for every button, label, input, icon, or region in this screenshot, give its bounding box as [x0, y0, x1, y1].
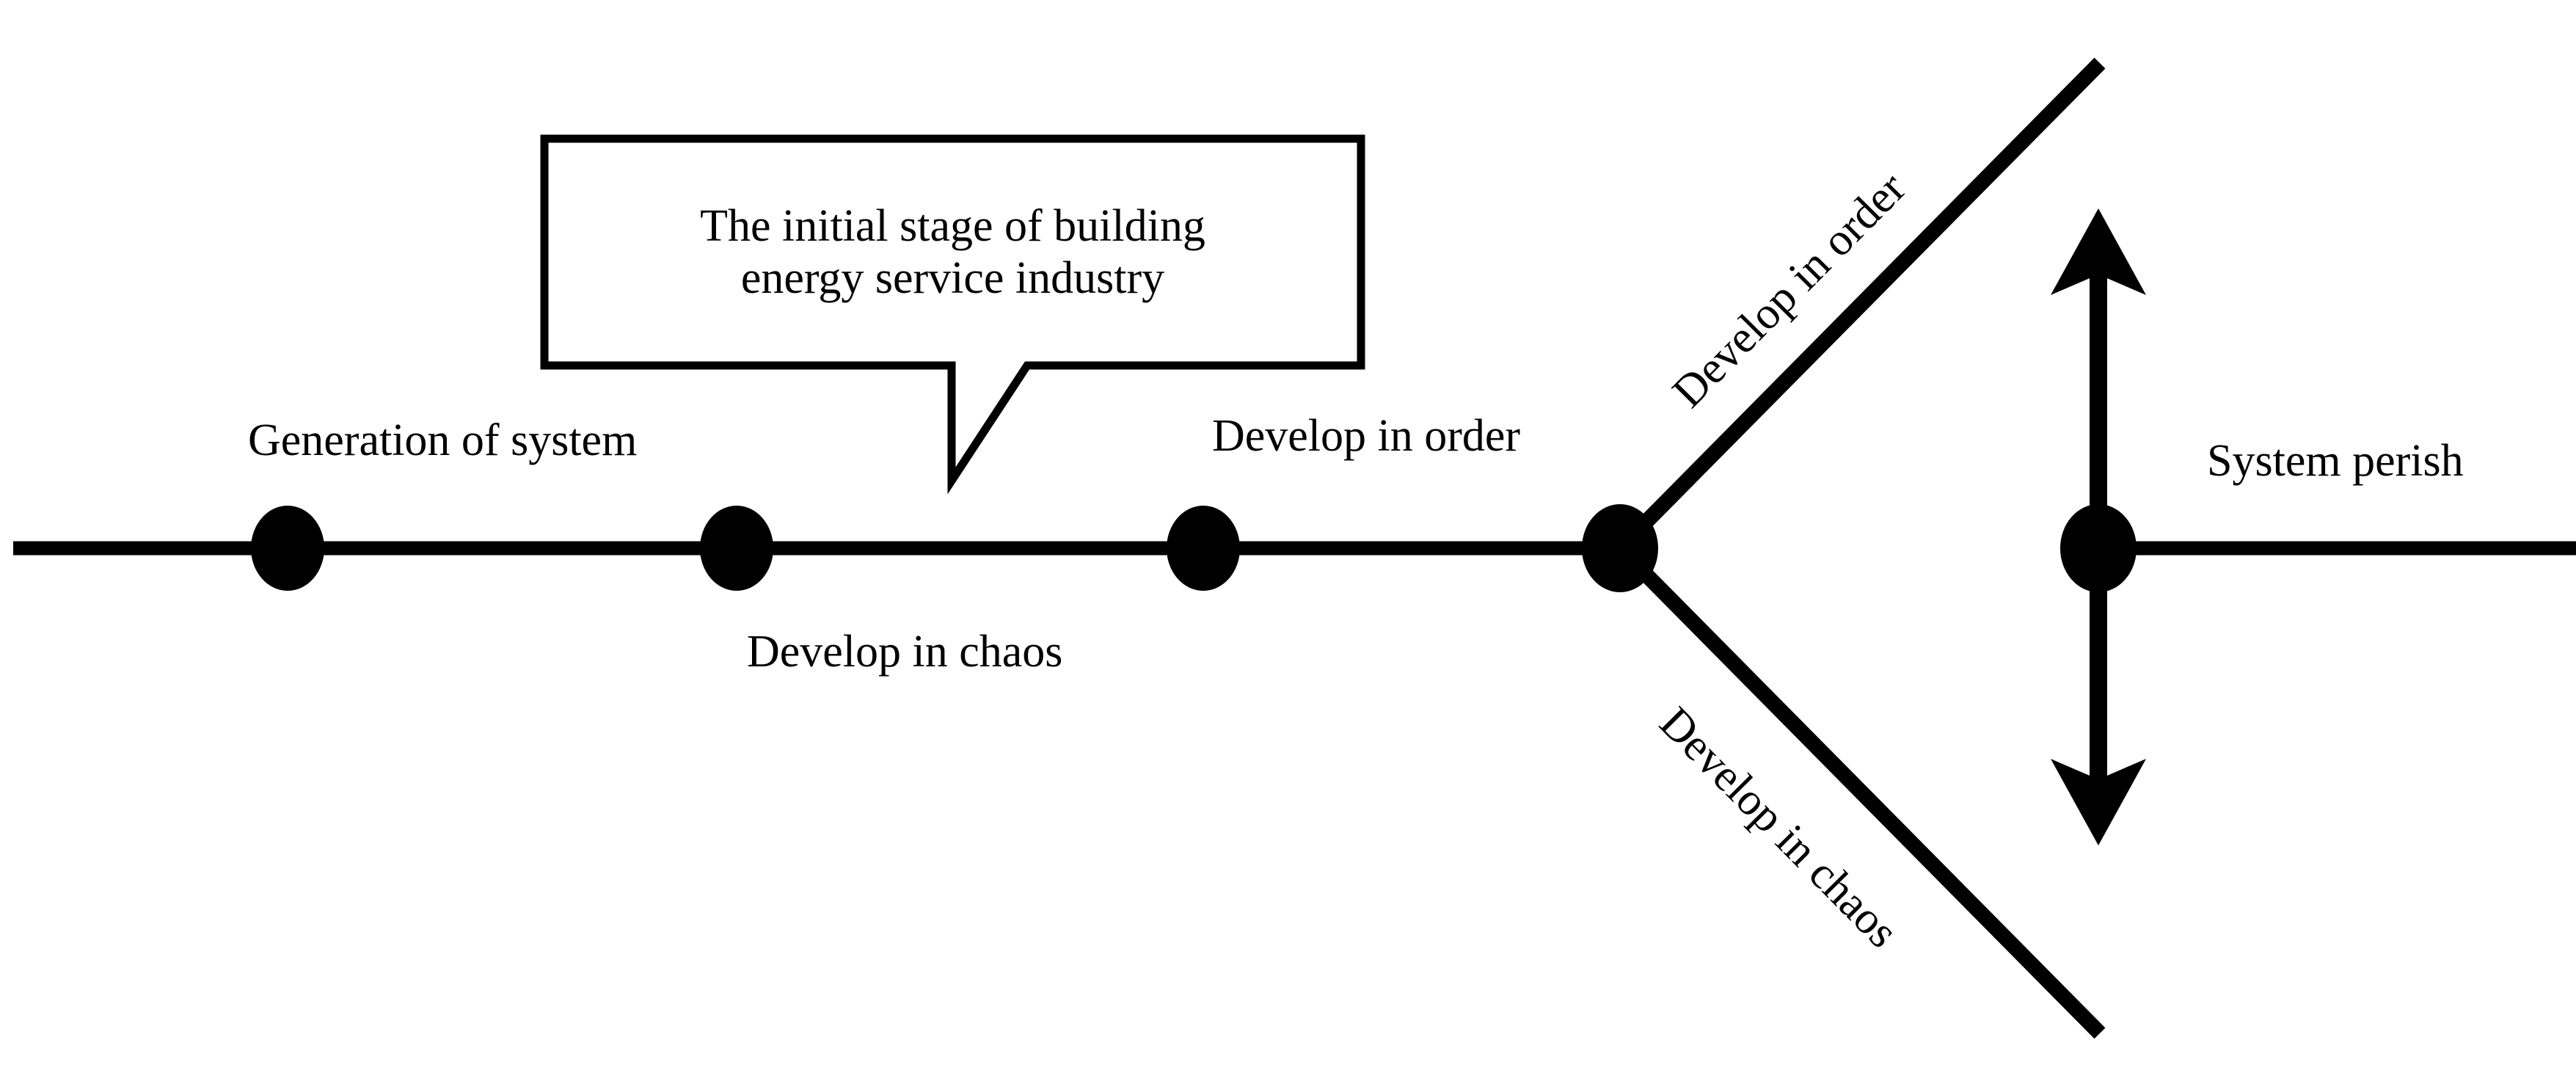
timeline-node-5-system-perish[interactable] — [2060, 504, 2137, 592]
timeline-node-1[interactable] — [251, 506, 324, 591]
timeline-node-3[interactable] — [1167, 506, 1240, 591]
callout-tail — [947, 363, 1031, 495]
branch-line-develop-in-order — [1614, 57, 2106, 554]
callout-line-1: The initial stage of building — [700, 200, 1205, 251]
label-develop-in-chaos-axis: Develop in chaos — [747, 627, 1063, 677]
branch-line-develop-in-chaos — [1614, 542, 2106, 1039]
label-develop-in-order-axis: Develop in order — [1212, 411, 1521, 461]
arrowhead-up-icon — [2051, 208, 2146, 295]
label-generation-of-system: Generation of system — [248, 415, 638, 465]
timeline-node-4-branch-point[interactable] — [1582, 504, 1658, 592]
arrowhead-down-icon — [2051, 759, 2146, 845]
callout-text-block: The initial stage of building energy ser… — [544, 139, 1361, 365]
timeline-node-2[interactable] — [700, 506, 773, 591]
label-system-perish: System perish — [2207, 436, 2464, 486]
callout-line-2: energy service industry — [740, 252, 1165, 303]
